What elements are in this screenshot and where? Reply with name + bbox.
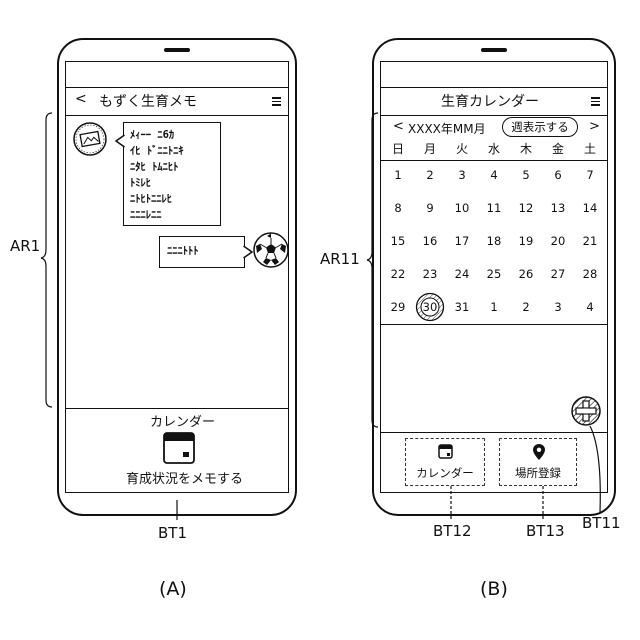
tab-location-ref-label: BT13 — [526, 522, 565, 540]
figure-label: (B) — [480, 578, 508, 600]
tab-calendar-ref-label: BT12 — [433, 522, 472, 540]
add-button-ref-label: BT11 — [582, 514, 621, 532]
